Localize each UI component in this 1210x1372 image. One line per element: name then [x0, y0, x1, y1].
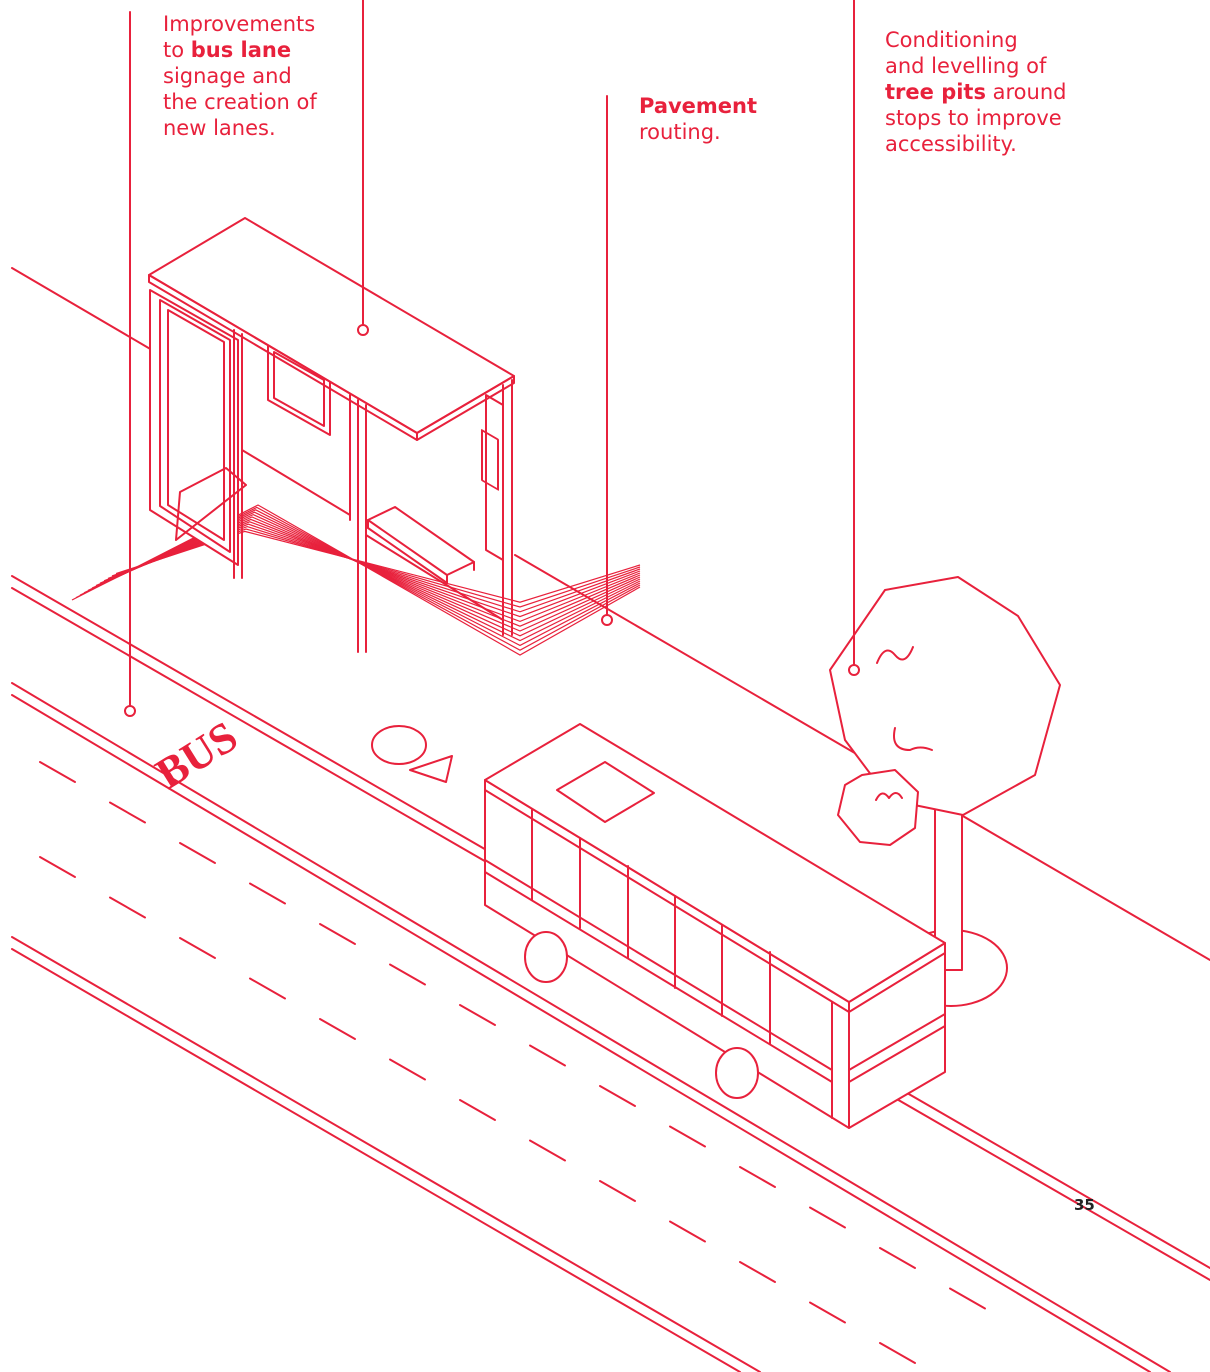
tactile-paving — [72, 505, 640, 655]
lane-dash — [810, 1208, 845, 1228]
page-number: 35 — [1074, 1196, 1095, 1214]
annotation-bus-lane: Improvements to bus lane signage and the… — [163, 11, 317, 141]
bus — [485, 724, 945, 1128]
lane-dash — [390, 1060, 425, 1080]
lane-dash — [880, 1343, 915, 1363]
tactile-line — [88, 515, 640, 636]
annotation-pavement-keyword: Pavement — [639, 94, 757, 118]
lane-dash — [110, 803, 145, 823]
lane-dash — [740, 1262, 775, 1282]
annotation-pavement: Pavement routing. — [639, 93, 757, 145]
lane-dash — [320, 924, 355, 944]
annotation-tree-pits-keyword: tree pits — [885, 80, 986, 104]
annotation-bus-lane-post: signage and the creation of new lanes. — [163, 64, 317, 140]
lane-dash — [40, 762, 75, 782]
lane-dash — [600, 1181, 635, 1201]
tactile-line — [84, 512, 640, 640]
tactile-line — [80, 510, 640, 646]
lane-dash — [670, 1127, 705, 1147]
lane-dash — [600, 1086, 635, 1106]
lane-dash — [740, 1167, 775, 1187]
lane-dash — [880, 1248, 915, 1268]
direction-marking — [372, 726, 452, 782]
lane-dash — [250, 979, 285, 999]
lane-dash — [950, 1289, 985, 1309]
annotation-tree-pits: Conditioning and levelling of tree pits … — [885, 27, 1066, 157]
lane-dash — [180, 843, 215, 863]
annotation-pavement-post: routing. — [639, 120, 721, 144]
lane-dash — [110, 898, 145, 918]
lane-dash — [670, 1222, 705, 1242]
lane-dash — [460, 1005, 495, 1025]
tactile-line — [72, 505, 640, 655]
lane-dash — [460, 1100, 495, 1120]
lane-dash — [40, 857, 75, 877]
lane-dash — [810, 1303, 845, 1323]
lane-dash — [180, 938, 215, 958]
lane-dash — [390, 965, 425, 985]
lane-dash — [530, 1141, 565, 1161]
lane-dash — [250, 884, 285, 904]
annotation-bus-lane-keyword: bus lane — [191, 38, 291, 62]
lane-dash — [530, 1046, 565, 1066]
lane-dash — [320, 1019, 355, 1039]
annotation-tree-pits-pre: Conditioning and levelling of — [885, 28, 1046, 78]
